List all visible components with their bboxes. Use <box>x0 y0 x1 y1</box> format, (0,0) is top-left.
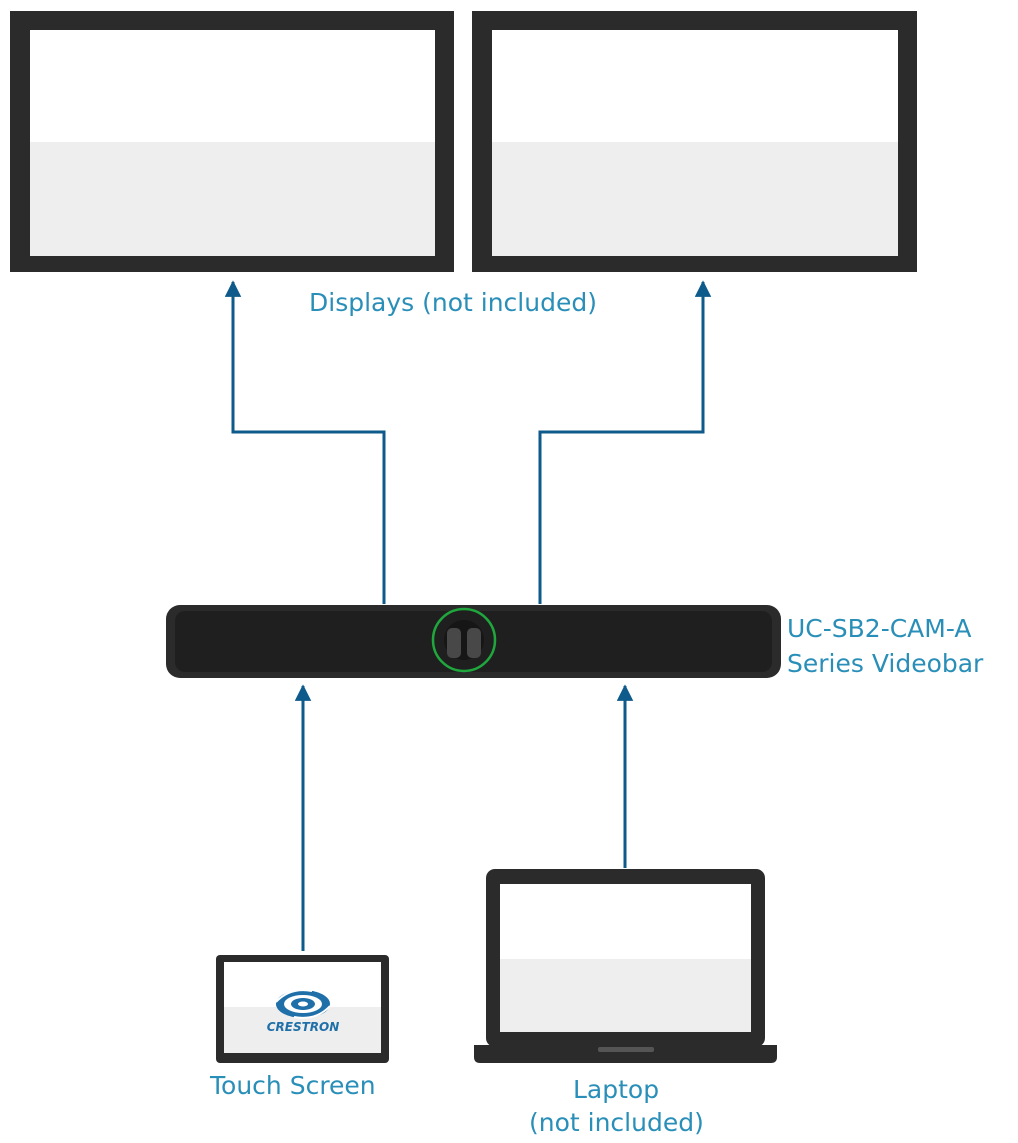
videobar <box>166 605 781 678</box>
display-right <box>472 11 917 272</box>
touch-screen-logo-text: CRESTRON <box>267 1020 340 1034</box>
videobar-label-series: Series Videobar <box>787 649 984 678</box>
touch-screen-device: CRESTRON <box>216 955 389 1063</box>
connection-videobar-to-display-right <box>538 280 712 604</box>
camera-lens-icon <box>431 607 497 673</box>
connection-videobar-to-display-left <box>224 280 386 604</box>
laptop-label: Laptop <box>573 1075 660 1104</box>
laptop-device <box>474 869 777 1063</box>
displays-label: Displays (not included) <box>309 288 597 317</box>
display-left <box>10 11 454 272</box>
crestron-logo-icon <box>275 989 331 1019</box>
videobar-label-model: UC-SB2-CAM-A <box>787 614 972 643</box>
touch-screen-label: Touch Screen <box>210 1071 376 1100</box>
laptop-label-not-included: (not included) <box>529 1108 704 1137</box>
